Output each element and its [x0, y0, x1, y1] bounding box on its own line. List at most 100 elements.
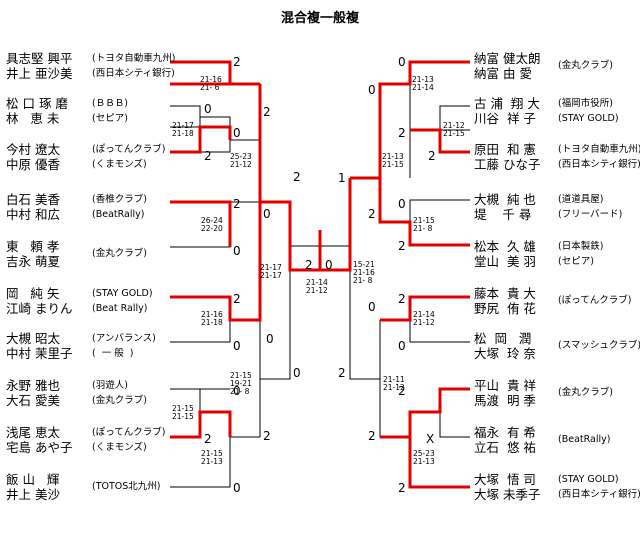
club-name: (Beat Rally) [92, 303, 148, 314]
club-name: (道道具屋) [558, 194, 604, 205]
club-name: (金丸クラブ) [558, 387, 613, 398]
club-name: (トヨタ自動車九州) [558, 144, 640, 155]
player-name: 川谷 祥 子 [474, 111, 536, 126]
club-name: (ぽってんクラブ) [92, 144, 166, 155]
match-score: X [426, 432, 435, 446]
club-name: (金丸クラブ) [558, 60, 613, 71]
game-scores: 21-12 21-15 [443, 121, 465, 138]
player-name: 松 岡 潤 [474, 331, 532, 346]
player-name: 飯 山 輝 [6, 472, 60, 487]
club-name: (くまモンズ) [92, 159, 147, 170]
club-name: (羽遊人) [92, 380, 128, 391]
match-score: 0 [233, 244, 241, 258]
match-score: 0 [398, 55, 406, 69]
player-name: 大塚 悟 司 [474, 472, 536, 487]
club-name: (STAY GOLD) [558, 474, 619, 485]
club-name: (トヨタ自動車九州) [92, 53, 176, 64]
player-name: 永野 雅也 [6, 378, 60, 393]
match-score: 0 [398, 197, 406, 211]
club-name: (STAY GOLD) [558, 113, 619, 124]
match-score: 0 [233, 384, 241, 398]
club-name: (STAY GOLD) [92, 288, 153, 299]
player-name: 吉永 萌夏 [6, 254, 60, 269]
match-score: 0 [233, 481, 241, 495]
player-name: 納富 由 愛 [474, 66, 532, 81]
match-score: 0 [263, 207, 271, 221]
match-score: 0 [266, 332, 274, 346]
match-score: 0 [368, 83, 376, 97]
game-scores: 21-15 21-13 [201, 449, 223, 466]
match-score: 2 [398, 384, 406, 398]
player-name: 大石 愛美 [6, 393, 60, 408]
club-name: (西日本シティ銀行) [558, 489, 640, 500]
game-scores: 21-15 21-15 [172, 404, 194, 421]
club-name: (ぽってんクラブ) [92, 427, 166, 438]
club-name: (フリーバード) [558, 209, 623, 220]
game-scores: 21-13 21-14 [412, 75, 434, 92]
player-name: 原田 和 憲 [474, 142, 536, 157]
club-name: ( 一 般 ) [92, 348, 134, 359]
match-score: 0 [233, 126, 241, 140]
player-name: 浅尾 恵太 [6, 425, 60, 440]
player-name: 馬渡 明 季 [474, 393, 536, 408]
club-name: (くまモンズ) [92, 442, 147, 453]
player-name: 藤本 貴 大 [474, 286, 536, 301]
match-score: 2 [428, 149, 436, 163]
match-score: 2 [293, 170, 301, 184]
match-score: 2 [204, 149, 212, 163]
match-score: 2 [398, 126, 406, 140]
player-name: 中原 優香 [6, 157, 60, 172]
game-scores: 25-23 21-12 [230, 152, 252, 169]
club-name: (アンバランス) [92, 333, 156, 344]
page-title: 混合複一般複 [280, 11, 359, 26]
game-scores: 26-24 22-20 [201, 216, 223, 233]
club-name: (セピア) [558, 256, 594, 267]
player-name: 具志堅 興平 [6, 51, 73, 66]
player-name: 大塚 未季子 [474, 487, 541, 502]
match-score: 2 [398, 239, 406, 253]
club-name: (福岡市役所) [558, 98, 613, 109]
club-name: (ぽってんクラブ) [558, 295, 632, 306]
match-score: 0 [293, 366, 301, 380]
club-name: (金丸クラブ) [92, 248, 147, 259]
game-scores: 21-15 19-21 21- 8 [230, 371, 252, 396]
player-name: 今村 遼太 [6, 142, 60, 157]
player-name: 岡 純 矢 [6, 286, 60, 301]
club-name: (セピア) [92, 113, 128, 124]
club-name: (BeatRally) [558, 434, 611, 445]
player-name: 井上 亜沙美 [6, 66, 73, 81]
match-score: 2 [233, 55, 241, 69]
club-name: (TOTOS北九州) [92, 481, 161, 492]
match-score: 1 [338, 171, 346, 185]
match-score: 0 [368, 300, 376, 314]
player-name: 堂山 美 羽 [474, 254, 536, 269]
player-name: 平山 貴 祥 [474, 378, 536, 393]
player-name: 東 頼 孝 [6, 239, 60, 254]
club-name: (西日本シティ銀行) [92, 68, 175, 79]
game-scores: 21-16 21-18 [201, 310, 223, 327]
game-scores: 21-17 21-18 [172, 121, 194, 138]
player-name: 林 恵 未 [6, 111, 60, 126]
match-score: 2 [233, 197, 241, 211]
player-name: 福永 有 希 [474, 425, 536, 440]
player-name: 大槻 昭太 [6, 331, 60, 346]
player-name: 松 口 琢 磨 [6, 96, 68, 111]
club-name: (ＢＢＢ) [92, 98, 128, 109]
player-name: 工藤 ひな子 [474, 157, 541, 172]
player-name: 松本 久 雄 [474, 239, 536, 254]
club-name: (金丸クラブ) [92, 395, 147, 406]
game-scores: 21-16 21- 6 [200, 75, 222, 92]
player-name: 中村 茉里子 [6, 346, 73, 361]
match-score: 2 [398, 292, 406, 306]
club-name: (香椎クラブ) [92, 194, 147, 205]
game-scores: 21-14 21-12 [413, 310, 435, 327]
match-score: 2 [338, 366, 346, 380]
game-scores: 21-14 21-12 [306, 278, 328, 295]
player-name: 白石 美香 [6, 192, 60, 207]
match-score: 0 [325, 258, 333, 272]
player-name: 江崎 まりん [6, 301, 73, 316]
match-score: 0 [233, 339, 241, 353]
club-name: (BeatRally) [92, 209, 145, 220]
match-score: 2 [305, 258, 313, 272]
